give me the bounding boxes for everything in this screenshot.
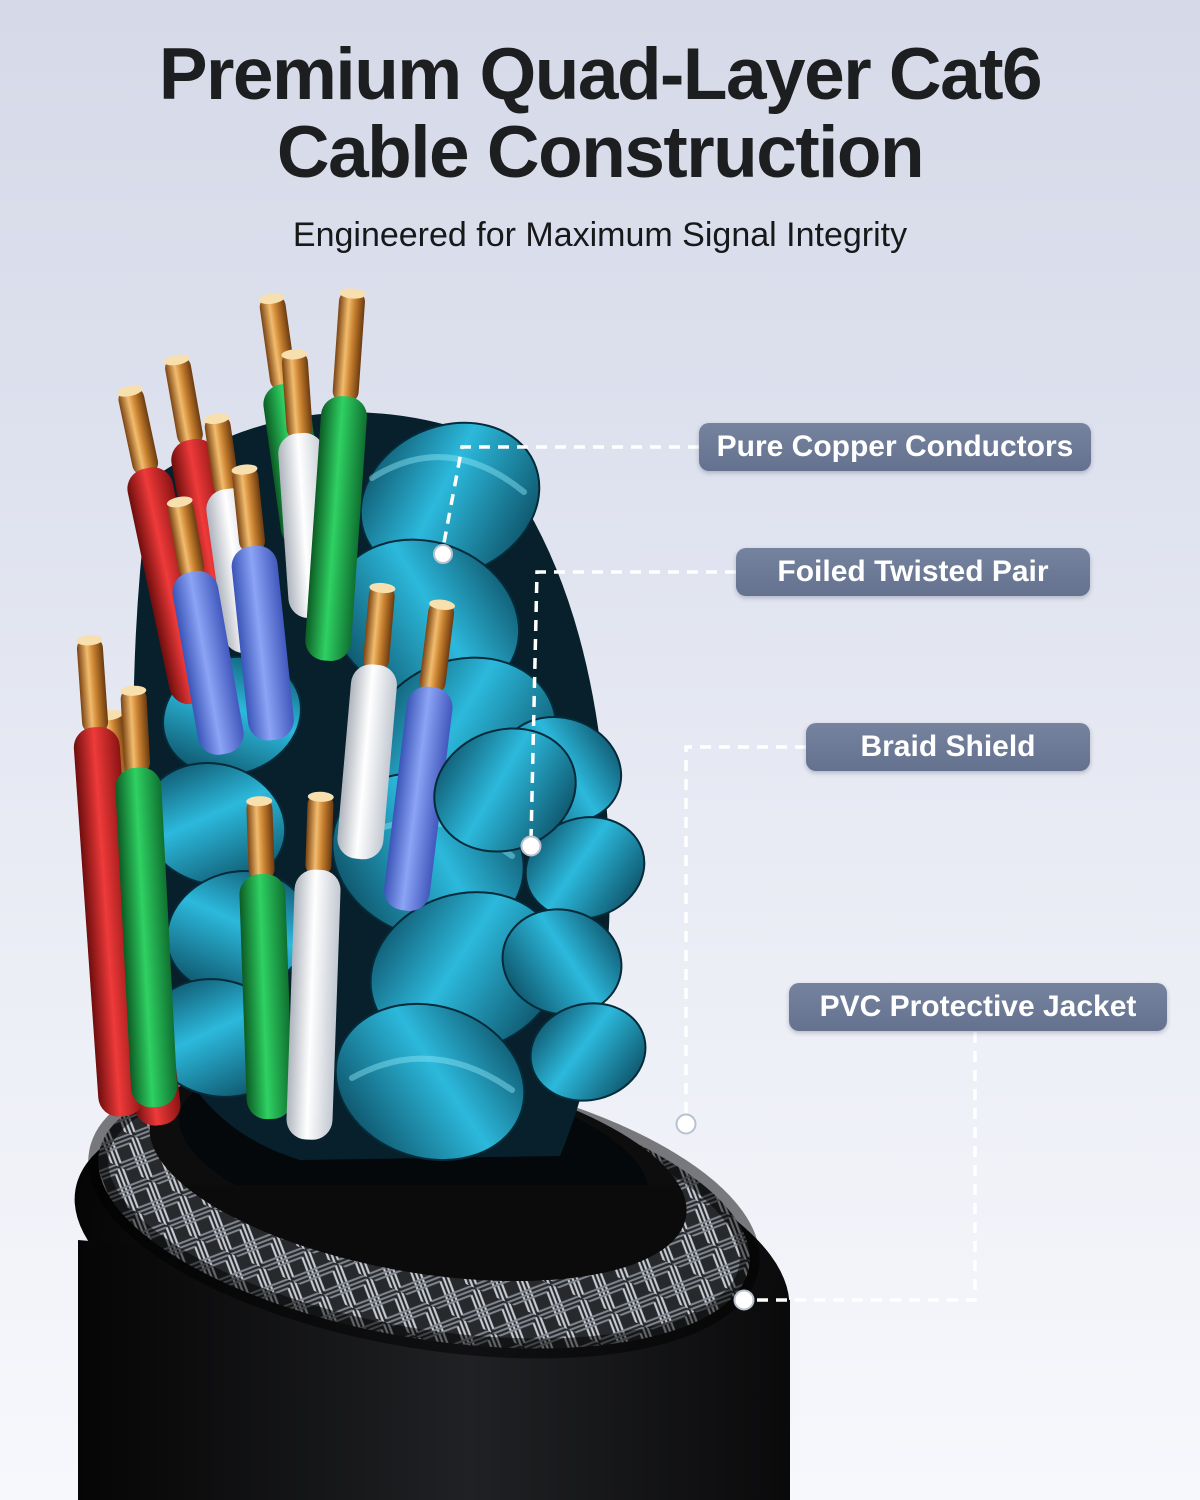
leader-dot-pvc xyxy=(733,1289,755,1311)
wire-green-bottom xyxy=(239,796,293,1120)
jacket-front-rim xyxy=(149,1185,687,1282)
callout-pure-copper-conductors: Pure Copper Conductors xyxy=(699,423,1091,471)
leader-dot-foil xyxy=(520,835,542,857)
leader-line-braid xyxy=(684,745,806,1118)
wire-blue-mid xyxy=(231,464,294,741)
wire-white-right xyxy=(337,582,397,860)
wire-green-big xyxy=(305,288,367,661)
leader-line-pvc xyxy=(752,1032,977,1302)
page-title-line1: Premium Quad-Layer Cat6 xyxy=(158,34,1043,115)
wire-green-long xyxy=(115,685,178,1108)
page-subtitle: Engineered for Maximum Signal Integrity xyxy=(292,216,908,254)
wire-red-long xyxy=(73,635,145,1117)
callout-foiled-twisted-pair: Foiled Twisted Pair xyxy=(736,548,1090,596)
callout-braid-shield: Braid Shield xyxy=(806,723,1090,771)
page-title-line2: Cable Construction xyxy=(276,112,925,193)
leader-line-foil xyxy=(529,570,736,841)
leader-dot-pure-copper xyxy=(433,544,453,564)
wire-white-bottom xyxy=(286,791,341,1140)
copper-conductor-wires xyxy=(73,288,456,1140)
leader-dot-braid xyxy=(675,1113,697,1135)
wire-blue-right xyxy=(384,599,456,911)
leader-line-pure-copper xyxy=(441,445,699,549)
page-title: Premium Quad-Layer Cat6 Cable Constructi… xyxy=(0,36,1200,192)
callout-pvc-protective-jacket: PVC Protective Jacket xyxy=(789,983,1167,1031)
leader-dots xyxy=(433,544,755,1311)
leader-lines xyxy=(441,445,977,1302)
wire-blue-left xyxy=(166,496,244,755)
